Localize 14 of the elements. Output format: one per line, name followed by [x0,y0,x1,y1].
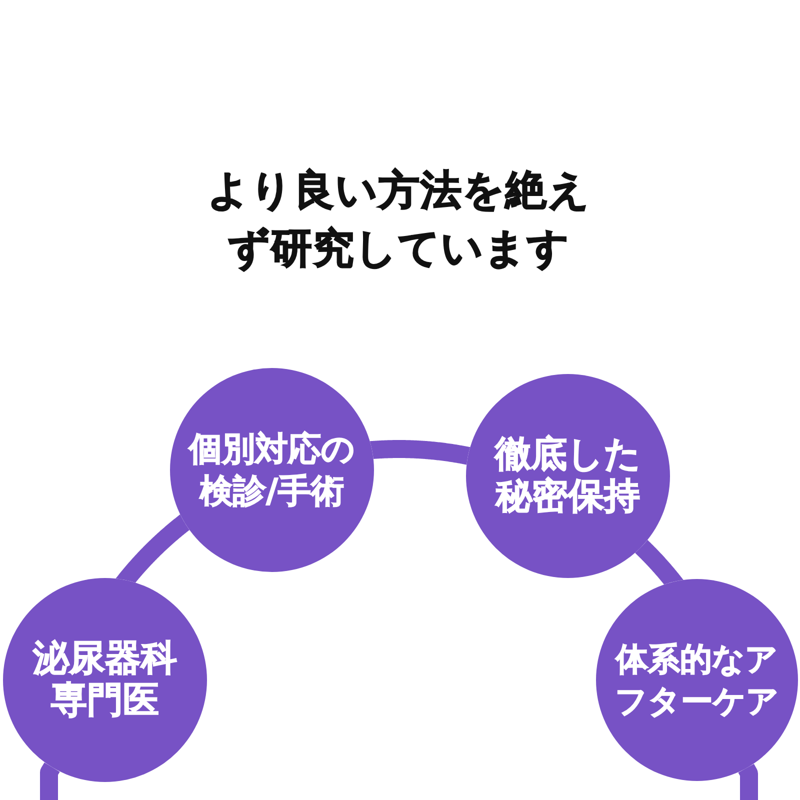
connector-line [738,764,758,800]
heading: より良い方法を絶えず研究しています [206,165,592,274]
connector-line [635,540,684,584]
connector-line [370,440,470,465]
node-label: 体系的なアフターケア [614,639,780,722]
circle-node [3,578,207,782]
circle-node [170,368,374,572]
node-label: 個別対応の検診/手術 [187,428,356,512]
circle-node [466,374,670,578]
circle-node [596,579,798,781]
connector-line [40,762,60,800]
node-label: 徹底した秘密保持 [493,434,642,518]
connector-line [116,514,190,583]
node-label: 泌尿器科専門医 [32,638,178,722]
